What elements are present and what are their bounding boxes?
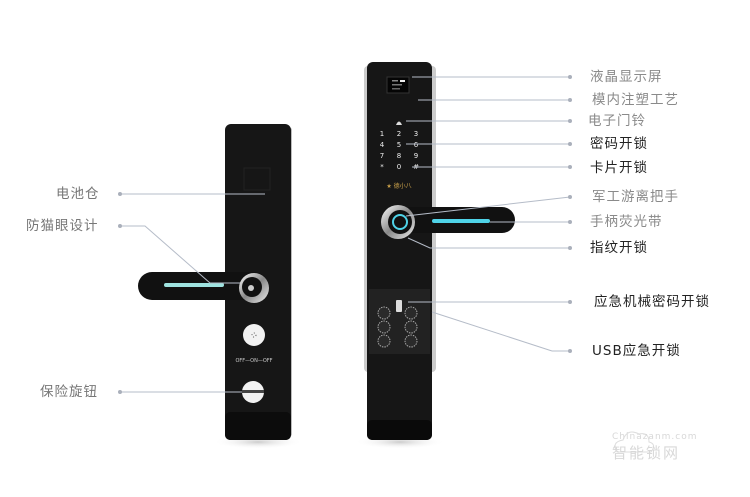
handle-right [390,207,515,233]
keypad-key[interactable]: * [380,163,384,171]
keypad-key[interactable]: 1 [380,130,384,138]
keypad-key[interactable]: 5 [397,141,401,149]
label-card-unlock: 卡片开锁 [590,160,648,176]
watermark-cloud-icon [614,431,655,453]
handle-glow-strip [164,283,224,287]
keypad-key[interactable]: 3 [414,130,418,138]
mechanical-dials[interactable] [377,306,418,348]
emergency-panel [369,289,430,354]
label-clutch-handle: 军工游离把手 [592,189,679,205]
speaker-grill [243,324,265,346]
label-battery-compartment: 电池仓 [56,186,100,202]
watermark: Chinazanm.com 智能锁网 [612,432,698,462]
label-usb-unlock: USB应急开锁 [592,343,681,359]
brand-logo: ★ 德小八 [386,182,411,190]
label-doorbell: 电子门铃 [588,113,646,129]
label-handle-glow: 手柄荧光带 [590,214,663,230]
handle-glow-strip [432,219,490,223]
label-password-unlock: 密码开锁 [590,136,648,152]
keypad-key[interactable]: 7 [380,152,384,160]
keypad-key[interactable]: 6 [414,141,419,149]
code-dial[interactable] [404,306,418,320]
inner-lock-panel: OFF—ON—OFF [138,124,303,449]
label-lcd: 液晶显示屏 [590,69,663,85]
leader-dots [118,75,572,394]
battery-compartment [243,167,271,191]
keypad-key[interactable]: 8 [397,152,401,160]
keypad-key[interactable]: 9 [414,152,418,160]
code-dial[interactable] [377,334,391,348]
label-mechanical-code-unlock: 应急机械密码开锁 [594,294,710,310]
fingerprint-sensor[interactable] [392,214,408,230]
code-dial[interactable] [377,306,391,320]
label-safety-knob: 保险旋钮 [40,384,98,400]
bell-icon [396,121,402,125]
keypad-key[interactable]: 2 [397,130,401,138]
keypad-key[interactable]: 4 [380,141,385,149]
code-dial[interactable] [377,320,391,334]
label-fingerprint-unlock: 指纹开锁 [590,240,648,256]
code-dial[interactable] [404,320,418,334]
switch-text: OFF—ON—OFF [235,358,272,364]
label-injection-molding: 模内注塑工艺 [592,92,679,108]
usb-port[interactable] [396,300,402,312]
leader-lines [120,76,571,393]
code-dial[interactable] [404,334,418,348]
keypad-key[interactable]: 0 [397,163,401,171]
handle-left [138,272,268,300]
label-anti-peephole: 防猫眼设计 [26,218,99,234]
peephole-guard-button [248,285,254,291]
